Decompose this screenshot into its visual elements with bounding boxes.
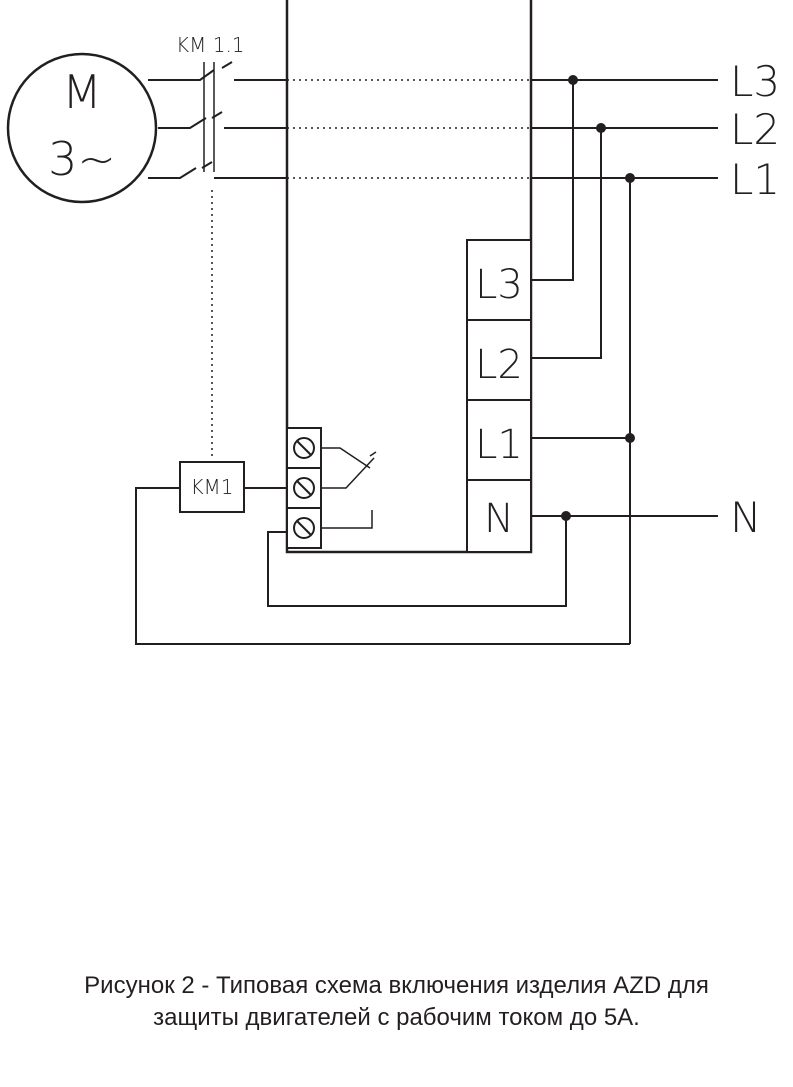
contactor-output-wires: [214, 79, 287, 179]
figure-caption: Рисунок 2 - Типовая схема включения изде…: [0, 970, 793, 1034]
relay-contact: [321, 447, 377, 529]
screw-icon: [293, 437, 315, 459]
screw-icon: [293, 517, 315, 539]
device-terminal-block: L3 L2 L1 N: [466, 239, 532, 553]
coil-km1: KM1: [179, 461, 245, 513]
screw-icon: [293, 477, 315, 499]
contactor-main-label: KM 1.1: [176, 33, 245, 57]
terminal-n: N: [484, 496, 514, 542]
supply-line-labels: L3 L2 L1 N: [730, 57, 780, 542]
device-passthrough: [287, 79, 531, 179]
line-label-l1: L1: [730, 155, 780, 204]
caption-line-1: Рисунок 2 - Типовая схема включения изде…: [84, 972, 709, 999]
terminal-l2: L2: [475, 342, 523, 388]
line-label-l2: L2: [730, 105, 780, 154]
caption-line-2: защиты двигателей с рабочим током до 5А.: [153, 1004, 640, 1031]
line-label-l3: L3: [730, 57, 780, 106]
motor-circle: [6, 52, 158, 204]
terminal-l1: L1: [475, 422, 523, 468]
terminal-feed-wires: [531, 80, 631, 644]
junction-nodes: [561, 75, 635, 521]
wiring-diagram: M 3~ KM 1.1 L3: [6, 0, 780, 645]
motor: M 3~: [6, 52, 158, 204]
motor-letter: M: [62, 65, 102, 119]
motor-leads: [148, 69, 215, 179]
motor-phase-label: 3~: [48, 132, 116, 186]
line-label-n: N: [730, 493, 761, 542]
supply-lines: [531, 79, 718, 517]
terminal-l3: L3: [475, 262, 523, 308]
contactor-km1-1: KM 1.1: [176, 33, 245, 172]
relay-terminals: [286, 427, 322, 549]
coil-label: KM1: [190, 475, 233, 499]
control-circuit-wires: [135, 487, 630, 645]
